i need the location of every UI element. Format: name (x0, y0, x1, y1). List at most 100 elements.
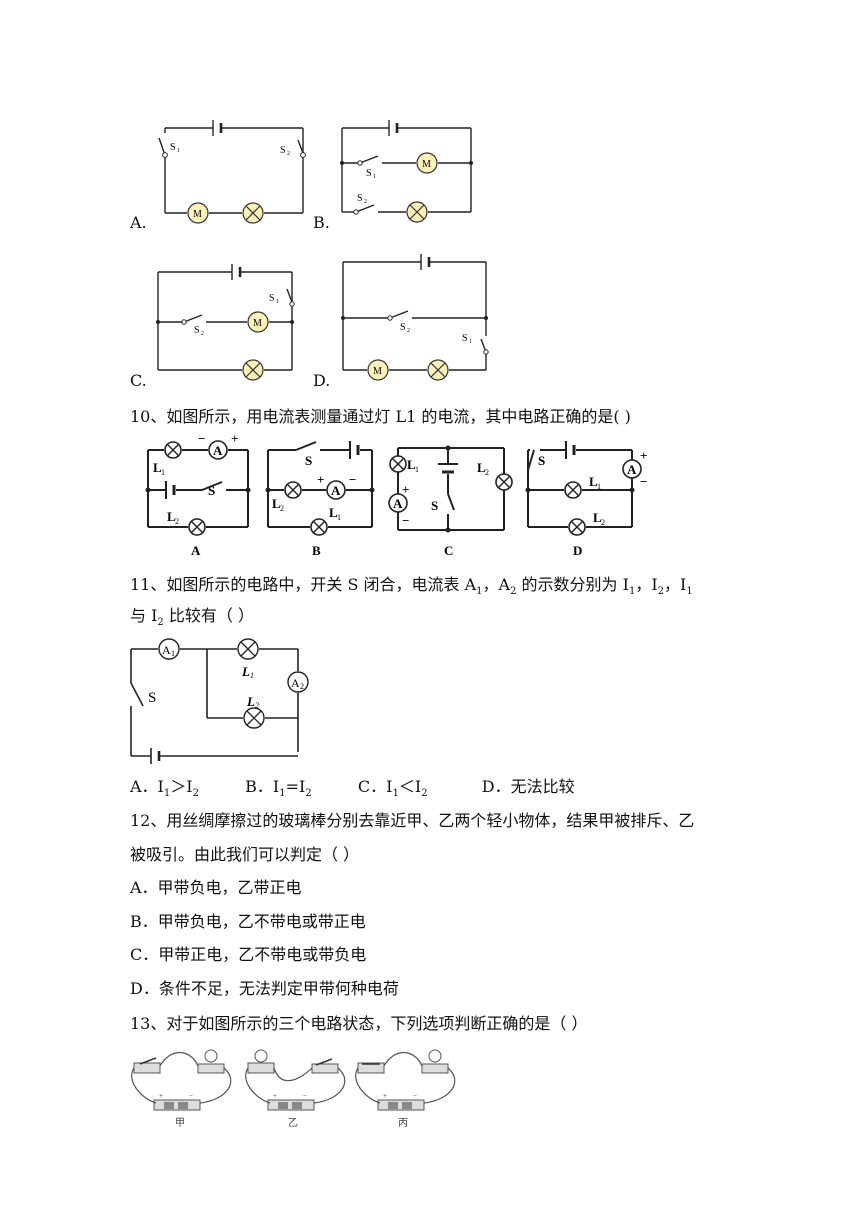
q11-s-label: S (148, 690, 156, 706)
q11-options: A．I1＞I2 B．I1=I2 C．I1＜I2 D．无法比较 (130, 776, 575, 805)
q11-option-d[interactable]: D．无法比较 (481, 777, 575, 796)
q9a-s2-sub: 2 (287, 151, 290, 157)
q12-option-a[interactable]: A．甲带负电，乙带正电 (130, 878, 302, 897)
q10c-l1: L (407, 457, 416, 472)
svg-text:+: + (383, 1092, 387, 1100)
q10b-minus: − (349, 472, 356, 487)
q10-question: 10、如图所示，用电流表测量通过灯 L1 的电流，其中电路正确的是( ) (130, 407, 631, 426)
q9c-s2-sub: 2 (201, 331, 204, 337)
q9d-s1-sub: 1 (469, 339, 472, 345)
q10d-s: S (538, 453, 545, 468)
q9c-motor-label: M (253, 318, 262, 329)
q10d-l2-sub: 2 (601, 518, 605, 527)
q12-option-c[interactable]: C．甲带正电，乙不带电或带负电 (130, 945, 367, 964)
q10-fig-letter-a: A (191, 543, 201, 558)
q11-l2-sub: 2 (255, 701, 259, 710)
q10b-l2-sub: 2 (280, 504, 284, 513)
q9-option-a-label: A. (130, 213, 147, 232)
q10a-s: S (208, 483, 215, 498)
q10b-l1-sub: 1 (337, 513, 341, 522)
q11-option-c[interactable]: C．I1＜I2 (357, 777, 428, 800)
q10a-plus: + (231, 431, 238, 446)
q11-option-b[interactable]: B．I1=I2 (245, 777, 312, 800)
q11-question-line1: 11、如图所示的电路中，开关 S 闭合，电流表 A1，A2 的示数分别为 I1，… (130, 575, 693, 598)
q10b-l2: L (272, 496, 281, 511)
q11-l1-label: L (241, 664, 250, 679)
q10c-ammeter: A (393, 496, 403, 511)
q11-option-a[interactable]: A．I1＞I2 (130, 777, 199, 800)
q10a-l2: L (167, 509, 176, 524)
q9a-s2-label: S (280, 145, 286, 156)
q11-figure: A 1 A 2 L 1 L 2 S (130, 638, 309, 764)
q10c-minus: − (402, 513, 409, 528)
q9-circuit-c: S 1 S 2 M (156, 264, 295, 381)
q10d-minus: − (640, 474, 647, 489)
q11-l2-label: L (246, 694, 255, 709)
q9-option-b-label: B. (313, 213, 330, 232)
q13-fig-label-bing: 丙 (398, 1118, 408, 1129)
q10b-plus: + (317, 472, 324, 487)
q11-a2-sub: 2 (300, 682, 304, 691)
svg-text:−: − (413, 1092, 417, 1100)
q10a-l1: L (153, 460, 162, 475)
q10a-ammeter: A (213, 443, 223, 458)
q10d-l1: L (589, 474, 598, 489)
q9b-s2-label: S (357, 193, 363, 204)
q10c-s: S (431, 498, 438, 513)
q9-circuit-b: S 1 S 2 M (340, 120, 473, 223)
q9d-motor-label: M (373, 366, 382, 377)
q9a-s1-sub: 1 (177, 148, 180, 154)
q9-circuit-a: S 1 S 2 M (158, 120, 306, 224)
q9d-s1-label: S (462, 333, 468, 344)
q10c-l2: L (477, 460, 486, 475)
q9b-s1-sub: 1 (373, 174, 376, 180)
q9-option-d-label: D. (313, 371, 331, 390)
q12-option-d[interactable]: D．条件不足，无法判定甲带何种电荷 (130, 979, 399, 998)
q9b-s2-sub: 2 (364, 199, 367, 205)
q11-question-line2: 与 I2 比较有（ ） (130, 606, 254, 629)
q13-question: 13、对于如图所示的三个电路状态，下列选项判断正确的是（ ） (130, 1014, 588, 1033)
q9b-motor-label: M (422, 159, 431, 170)
q12-question-line1: 12、用丝绸摩擦过的玻璃棒分别去靠近甲、乙两个轻小物体，结果甲被排斥、乙 (130, 811, 695, 830)
svg-text:+: + (273, 1092, 277, 1100)
q9b-s1-label: S (366, 168, 372, 179)
svg-text:−: − (303, 1092, 307, 1100)
q10d-l1-sub: 1 (597, 482, 601, 491)
q13-fig-label-yi: 乙 (288, 1117, 298, 1129)
q10c-plus: + (402, 482, 409, 497)
svg-text:+: + (159, 1092, 163, 1100)
q9c-s1-label: S (269, 293, 275, 304)
q11-a1-sub: 1 (171, 649, 175, 658)
q10-figure: A − + L 1 S L 2 A S A + − L 2 L 1 B (145, 431, 647, 558)
q9c-s2-label: S (194, 325, 200, 336)
q9a-motor-label: M (193, 209, 202, 220)
q10a-minus: − (198, 431, 205, 446)
q10a-l1-sub: 1 (161, 468, 165, 477)
q10d-l2: L (593, 510, 602, 525)
q9-circuit-d: S 2 S 1 M (341, 254, 489, 381)
q10b-l1: L (329, 505, 338, 520)
q11-a1-label: A (162, 643, 171, 657)
q10a-l2-sub: 2 (175, 517, 179, 526)
q12-question-line2: 被吸引。由此我们可以判定（ ） (130, 845, 360, 864)
q9c-s1-sub: 1 (276, 299, 279, 305)
q12-option-b[interactable]: B．甲带负电，乙不带电或带正电 (130, 912, 366, 931)
q10b-ammeter: A (331, 483, 341, 498)
q10c-l2-sub: 2 (485, 468, 489, 477)
q9a-s1-label: S (170, 142, 176, 153)
q10b-s: S (305, 453, 312, 468)
q10c-l1-sub: 1 (415, 465, 419, 474)
q11-l1-sub: 1 (250, 671, 254, 680)
svg-text:−: − (189, 1092, 193, 1100)
q10-fig-letter-b: B (312, 543, 321, 558)
q10d-plus: + (640, 448, 647, 463)
q10d-ammeter: A (627, 462, 637, 477)
q11-a2-label: A (291, 676, 300, 690)
q10-fig-letter-d: D (573, 543, 582, 558)
q10-fig-letter-c: C (444, 543, 453, 558)
q9d-s2-label: S (400, 322, 406, 333)
q9d-s2-sub: 2 (407, 328, 410, 334)
q9-option-c-label: C. (130, 371, 147, 390)
q13-fig-label-jia: 甲 (175, 1118, 185, 1129)
